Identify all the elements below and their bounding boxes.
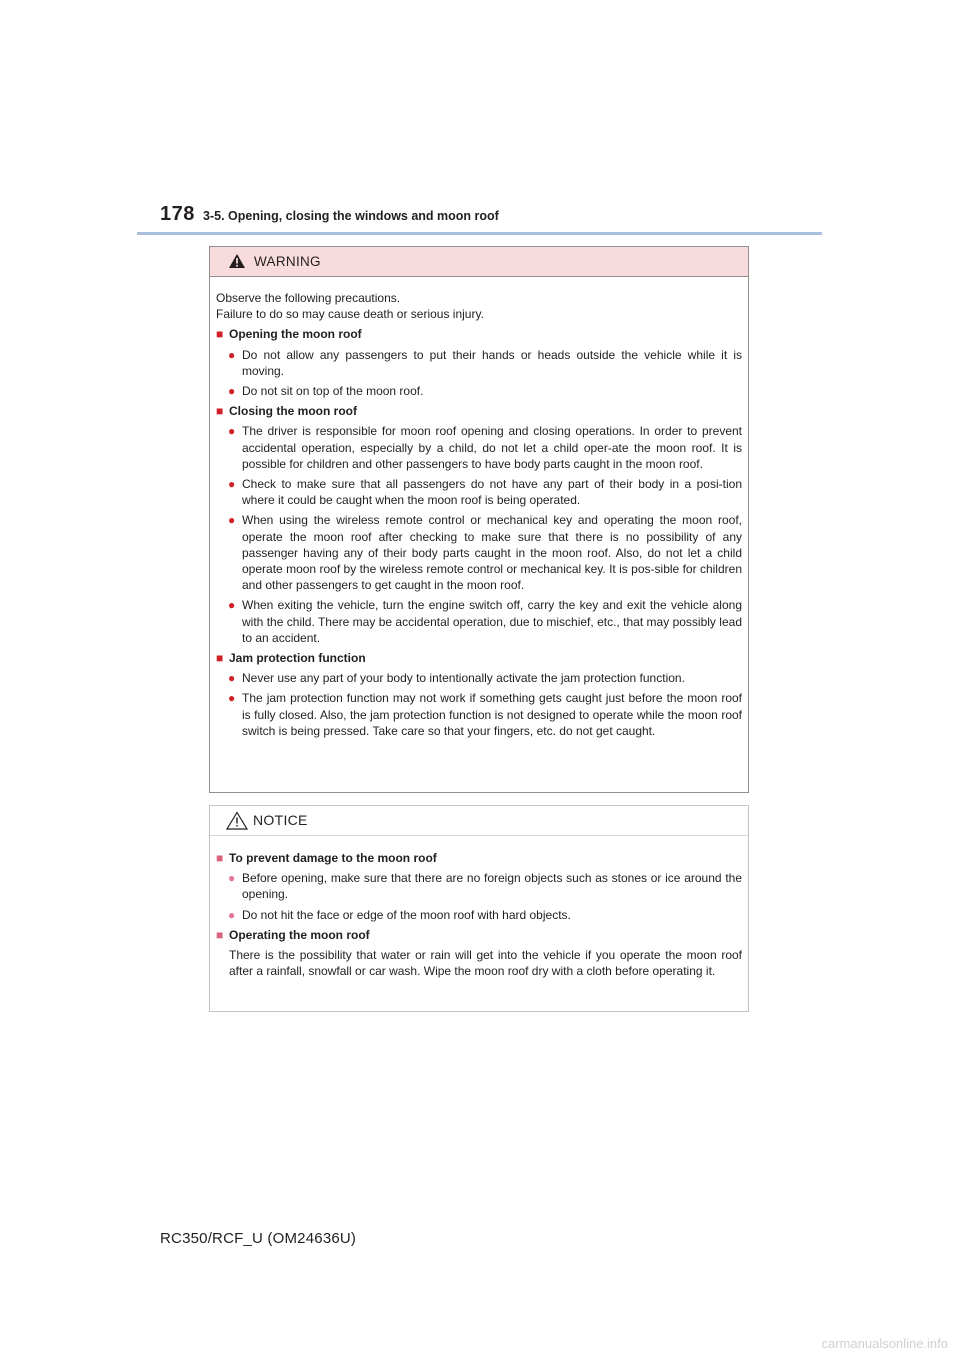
- bullet-dot-icon: ●: [228, 598, 236, 613]
- bullet-dot-icon: ●: [228, 384, 236, 399]
- section-title: 3-5. Opening, closing the windows and mo…: [203, 209, 499, 223]
- warning-bullet: ●The jam protection function may not wor…: [228, 691, 742, 738]
- notice-paragraph: There is the possibility that water or r…: [229, 948, 742, 979]
- warning-bullet: ●Do not sit on top of the moon roof.: [228, 384, 424, 399]
- bullet-dot-icon: ●: [228, 671, 236, 686]
- warning-bullet: ●Do not allow any passengers to put thei…: [228, 347, 742, 378]
- notice-section-heading: ■Operating the moon roof: [216, 927, 370, 942]
- warning-bullet: ●Never use any part of your body to inte…: [228, 671, 685, 686]
- notice-bullet: ●Before opening, make sure that there ar…: [228, 871, 742, 902]
- notice-triangle-icon: [226, 811, 248, 830]
- warning-header: WARNING: [210, 247, 748, 277]
- notice-title: NOTICE: [253, 812, 308, 828]
- warning-section-heading: ■Opening the moon roof: [216, 327, 362, 342]
- warning-box: WARNING Observe the following precaution…: [209, 246, 749, 793]
- warning-triangle-icon: [229, 254, 245, 268]
- notice-section-heading: ■To prevent damage to the moon roof: [216, 851, 437, 865]
- notice-body: ■To prevent damage to the moon roof ●Bef…: [210, 836, 748, 979]
- warning-section-heading: ■Closing the moon roof: [216, 404, 357, 419]
- bullet-dot-icon: ●: [228, 424, 236, 439]
- warning-intro-line-2: Failure to do so may cause death or seri…: [216, 307, 484, 322]
- bullet-dot-icon: ●: [228, 871, 236, 886]
- model-code-footer: RC350/RCF_U (OM24636U): [160, 1230, 357, 1247]
- square-bullet-icon: ■: [216, 851, 224, 865]
- bullet-dot-icon: ●: [228, 513, 236, 528]
- warning-body: Observe the following precautions. Failu…: [210, 277, 748, 739]
- bullet-dot-icon: ●: [228, 347, 236, 362]
- bullet-dot-icon: ●: [228, 907, 236, 922]
- notice-box: NOTICE ■To prevent damage to the moon ro…: [209, 805, 749, 1012]
- notice-header: NOTICE: [210, 806, 748, 836]
- square-bullet-icon: ■: [216, 404, 224, 419]
- notice-bullet: ●Do not hit the face or edge of the moon…: [228, 907, 571, 922]
- warning-section-heading: ■Jam protection function: [216, 651, 366, 666]
- warning-bullet: ●When exiting the vehicle, turn the engi…: [228, 598, 742, 645]
- square-bullet-icon: ■: [216, 927, 224, 942]
- page-header: 178 3-5. Opening, closing the windows an…: [160, 203, 822, 239]
- square-bullet-icon: ■: [216, 327, 224, 342]
- warning-bullet: ●Check to make sure that all passengers …: [228, 477, 742, 508]
- header-rule: [137, 232, 822, 235]
- warning-title: WARNING: [254, 254, 321, 269]
- page-number: 178: [160, 203, 195, 225]
- warning-bullet: ●When using the wireless remote control …: [228, 513, 742, 593]
- warning-intro-line-1: Observe the following precautions.: [216, 291, 401, 305]
- square-bullet-icon: ■: [216, 651, 224, 666]
- warning-bullet: ●The driver is responsible for moon roof…: [228, 424, 742, 471]
- watermark-text: carmanualsonline.info: [821, 1336, 948, 1351]
- bullet-dot-icon: ●: [228, 691, 236, 706]
- bullet-dot-icon: ●: [228, 477, 236, 492]
